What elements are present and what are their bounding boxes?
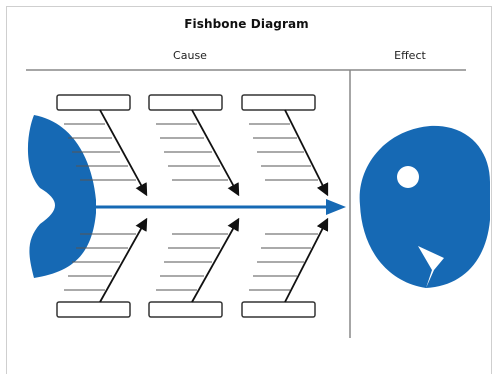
spine-arrowhead — [326, 199, 346, 215]
bone-top-3 — [284, 109, 329, 197]
bone-top-2 — [191, 109, 240, 197]
cause-box-top-3 — [241, 94, 316, 111]
bone-top-1 — [99, 109, 148, 197]
sub-cause-lines-bottom-2 — [156, 233, 228, 291]
diagram-title: Fishbone Diagram — [184, 17, 309, 31]
sub-cause-lines-bottom-1 — [64, 233, 136, 291]
cause-box-bottom-3 — [241, 301, 316, 318]
sub-cause-lines-top-1 — [64, 123, 136, 181]
fish-head-icon — [359, 125, 490, 288]
sub-cause-lines-bottom-3 — [249, 233, 318, 291]
diagram-frame — [6, 6, 492, 374]
cause-box-top-1 — [56, 94, 131, 111]
cause-box-bottom-1 — [56, 301, 131, 318]
cause-box-top-2 — [148, 94, 223, 111]
sub-cause-lines-top-3 — [249, 123, 318, 181]
effect-header: Effect — [394, 49, 426, 62]
fish-tail-icon — [27, 115, 97, 278]
sub-cause-lines-top-2 — [156, 123, 228, 181]
bone-bottom-1 — [99, 217, 148, 303]
cause-box-bottom-2 — [148, 301, 223, 318]
bone-bottom-2 — [191, 217, 240, 303]
bone-bottom-3 — [284, 217, 329, 303]
cause-header: Cause — [173, 49, 207, 62]
